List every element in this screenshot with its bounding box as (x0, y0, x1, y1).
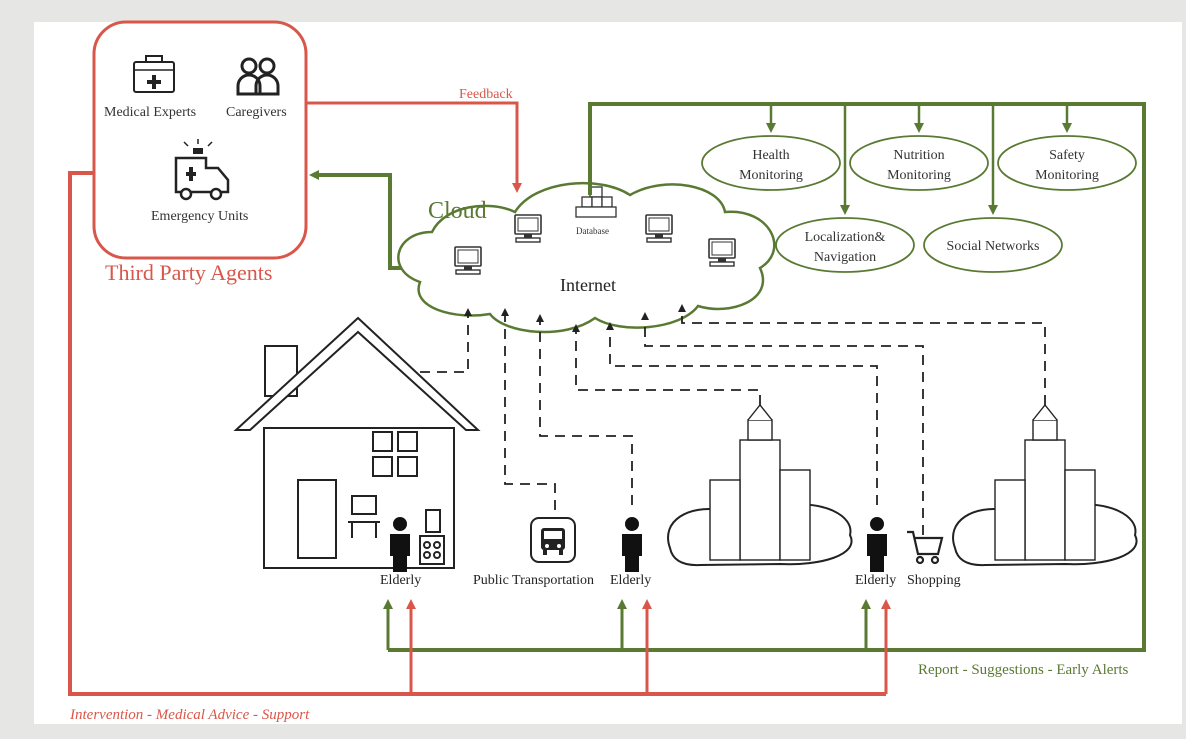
nutrition-monitoring-node (849, 135, 989, 191)
computer-icon (708, 238, 736, 267)
intervention-label: Intervention - Medical Advice - Support (69, 707, 310, 723)
cloud-shape (397, 181, 776, 334)
database-label: Database (576, 226, 609, 236)
city-left-icon (667, 404, 853, 567)
computer-icon (454, 246, 482, 275)
safety-line1: Safety (1049, 148, 1085, 163)
cloud-title: Cloud (428, 198, 487, 224)
health-line1: Health (752, 148, 789, 163)
localization-line1: Localization& (805, 230, 886, 245)
health-line2: Monitoring (739, 168, 803, 183)
report-bus-line (388, 102, 1146, 652)
bus-icon (530, 517, 576, 563)
feedback-label: Feedback (459, 87, 513, 102)
elderly-street-label: Elderly (610, 573, 651, 588)
third-party-title: Third Party Agents (105, 260, 272, 285)
safety-line2: Monitoring (1035, 168, 1099, 183)
house-icon (233, 316, 481, 569)
localization-node (775, 217, 915, 273)
shopping-label: Shopping (907, 573, 961, 588)
shopping-cart-icon (907, 530, 944, 565)
social-networks-node (923, 217, 1063, 273)
svg-text:Localization&Navigation: Localization&Navigation (805, 230, 886, 265)
elderly-home-label: Elderly (380, 573, 421, 588)
medical-experts-label: Medical Experts (104, 105, 196, 120)
sensor-links (420, 304, 1046, 535)
public-transport-label: Public Transportation (473, 573, 594, 588)
computer-icon (645, 214, 673, 243)
emergency-units-label: Emergency Units (151, 209, 248, 224)
intervention-line (68, 171, 886, 696)
cloud-to-agents-arrow (309, 170, 402, 270)
database-icon (575, 186, 617, 218)
feedback-arrow (306, 101, 522, 193)
intervention-up-arrows (406, 599, 891, 694)
social-networks-label: Social Networks (947, 239, 1040, 254)
health-monitoring-node (701, 135, 841, 191)
ambulance-icon (174, 139, 230, 201)
localization-line2: Navigation (814, 250, 876, 265)
nutrition-line2: Monitoring (887, 168, 951, 183)
internet-label: Internet (560, 275, 616, 295)
medical-kit-icon (133, 55, 175, 93)
city-right-icon (952, 404, 1138, 567)
nutrition-line1: Nutrition (893, 148, 944, 163)
elderly-city-label: Elderly (855, 573, 896, 588)
caregivers-icon (236, 57, 280, 96)
safety-monitoring-node (997, 135, 1137, 191)
caregivers-label: Caregivers (226, 105, 287, 120)
computer-icon (514, 214, 542, 243)
report-label: Report - Suggestions - Early Alerts (918, 662, 1129, 678)
report-up-arrows (383, 599, 871, 650)
